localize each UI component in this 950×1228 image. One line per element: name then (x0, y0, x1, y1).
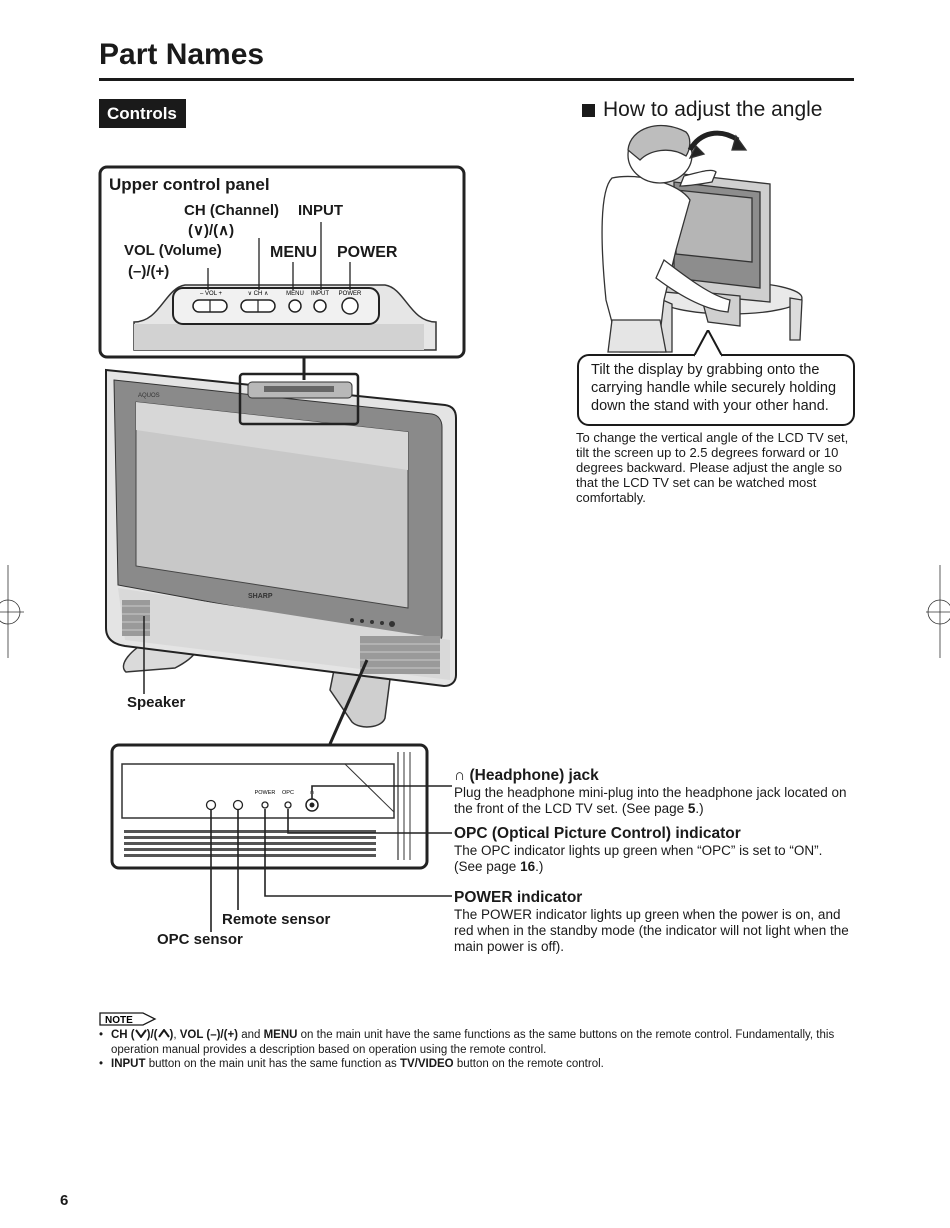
power-indicator-block: POWER indicator The POWER indicator ligh… (454, 889, 854, 955)
opc-indicator-block: OPC (Optical Picture Control) indicator … (454, 825, 854, 875)
note-item: • INPUT button on the main unit has the … (99, 1058, 604, 1070)
power-indicator-dot (261, 801, 269, 809)
opc-indicator-title: OPC (Optical Picture Control) indicator (454, 825, 741, 842)
page-number: 6 (60, 1192, 69, 1209)
note-item: • CH ()/(), VOL (–)/(+) and MENU on the … (99, 1028, 835, 1056)
angle-callout-text: Tilt the display by grabbing onto the ca… (591, 362, 837, 414)
printed-power: POWER (339, 291, 362, 297)
printed-menu: MENU (286, 291, 304, 297)
headphone-jack-title: (Headphone) jack (465, 767, 599, 784)
tv-set: AQUOS SHARP (105, 368, 457, 728)
person-adjusting-tv (601, 124, 803, 353)
chevron-down-icon (134, 1029, 147, 1039)
input-button (313, 299, 327, 313)
crop-mark-left (0, 565, 24, 658)
notes-list: • CH ()/(), VOL (–)/(+) and MENU on the … (99, 1028, 859, 1072)
ch-label-arrows: (∨)/(∧) (188, 222, 235, 239)
handle-highlight (238, 372, 360, 426)
page-title: Part Names (99, 38, 265, 71)
section-tag-controls: Controls (99, 99, 186, 128)
square-bullet-icon (582, 103, 595, 117)
headphone-icon: ∩ (454, 767, 466, 784)
tv-logo: SHARP (248, 593, 273, 600)
button-strip (172, 287, 380, 325)
remote-sensor-circle (232, 799, 244, 811)
menu-button (288, 299, 302, 313)
note-badge: NOTE (99, 1012, 157, 1026)
remote-sensor-label: Remote sensor (222, 911, 331, 928)
callout-pointer (693, 330, 723, 360)
opc-sensor-circle (205, 799, 217, 811)
power-indicator-title: POWER indicator (454, 889, 583, 906)
headphone-jack-block: ∩ (Headphone) jack Plug the headphone mi… (454, 767, 854, 817)
vol-label: VOL (Volume) (124, 242, 222, 259)
vol-label-signs: (–)/(+) (128, 263, 170, 280)
ch-label: CH (Channel) (184, 202, 279, 219)
front-printed-power: POWER (255, 790, 276, 796)
angle-heading: How to adjust the angle (582, 98, 822, 122)
power-button (341, 297, 359, 315)
opc-indicator-dot (284, 801, 292, 809)
printed-ch: ∨ CH ∧ (248, 291, 269, 297)
chevron-up-icon (157, 1028, 170, 1038)
input-label: INPUT (298, 202, 343, 219)
front-printed-opc: OPC (282, 790, 294, 796)
headphone-jack-desc: Plug the headphone mini-plug into the he… (454, 785, 847, 816)
menu-label: MENU (270, 244, 318, 261)
crop-mark-right (926, 565, 950, 658)
opc-sensor-label: OPC sensor (157, 931, 243, 948)
tv-brand: AQUOS (138, 393, 160, 399)
printed-input: INPUT (311, 291, 329, 297)
power-label: POWER (337, 244, 398, 261)
speaker-label: Speaker (127, 694, 186, 711)
note-badge-text: NOTE (105, 1015, 133, 1026)
upper-panel-title: Upper control panel (109, 175, 270, 194)
power-indicator-desc: The POWER indicator lights up green when… (454, 907, 849, 954)
angle-heading-text: How to adjust the angle (603, 98, 823, 121)
title-rule (99, 78, 854, 81)
angle-callout-box (577, 354, 855, 426)
angle-body-text: To change the vertical angle of the LCD … (576, 430, 849, 505)
printed-vol: – VOL + (200, 291, 222, 297)
opc-indicator-desc: The OPC indicator lights up green when “… (454, 843, 823, 874)
grille-dots (124, 830, 376, 857)
